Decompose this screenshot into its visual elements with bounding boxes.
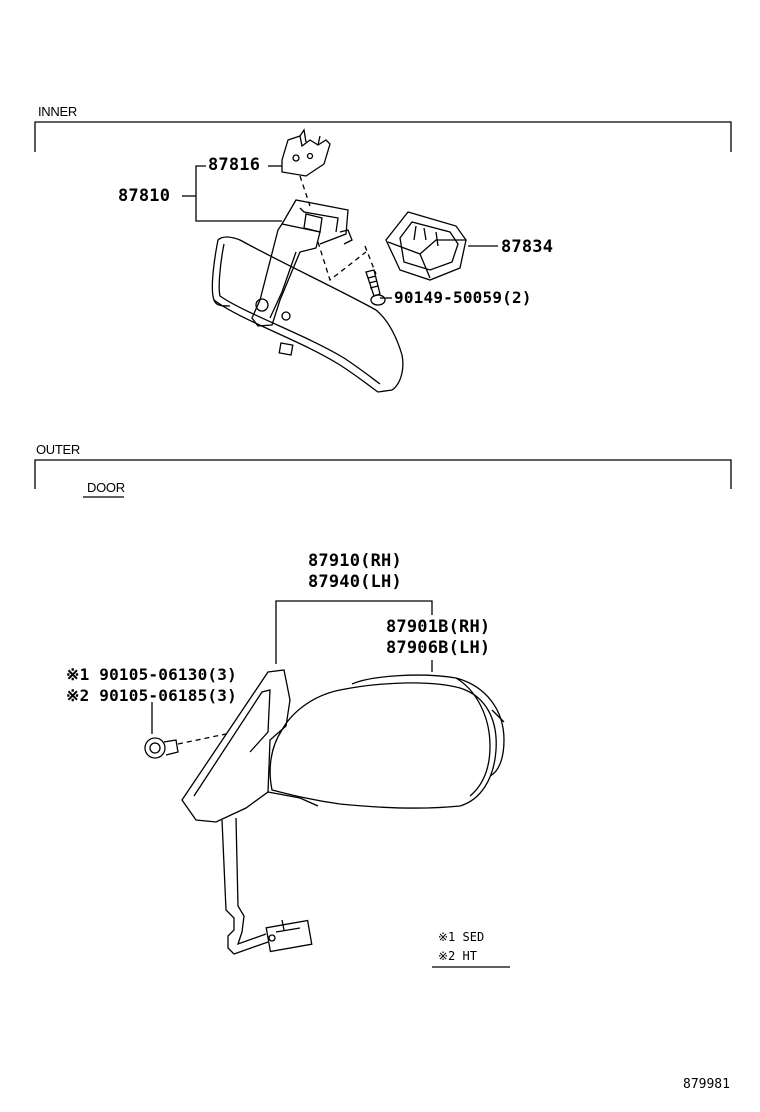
part-label-87901b: 87901B(RH) [386,617,491,637]
retainer-clip-87816 [281,128,331,177]
part-label-nut-2: ※2 90105-06185(3) [66,686,237,705]
part-label-87810: 87810 [118,186,171,206]
part-label-87816: 87816 [208,155,261,175]
part-label-87940: 87940(LH) [308,572,402,592]
part-label-87834: 87834 [501,237,554,257]
legend-note-1: ※1 SED [438,930,485,944]
part-label-screw: 90149-50059(2) [394,288,532,307]
inner-mirror-body [211,236,404,393]
cover-87834 [385,211,467,281]
outer-mirror-base [181,669,319,823]
outer-section-frame [34,459,732,489]
nut-90105 [144,737,179,759]
part-label-87910: 87910(RH) [308,551,402,571]
section-label-door: DOOR [87,480,125,495]
diagram-id: 879981 [683,1077,730,1092]
leader-87816-87810 [195,165,282,222]
legend-note-2: ※2 HT [438,949,477,963]
section-label-outer: OUTER [36,442,81,457]
screw-90149 [365,269,386,306]
section-label-inner: INNER [38,104,77,119]
inner-section-frame [34,121,732,152]
part-label-87906b: 87906B(LH) [386,638,491,658]
part-label-nut-1: ※1 90105-06130(3) [66,665,237,684]
outer-mirror-harness [221,817,313,955]
outer-mirror-housing [269,674,505,809]
leader-87910-87940 [275,600,433,664]
inner-mirror-stay [251,199,353,327]
